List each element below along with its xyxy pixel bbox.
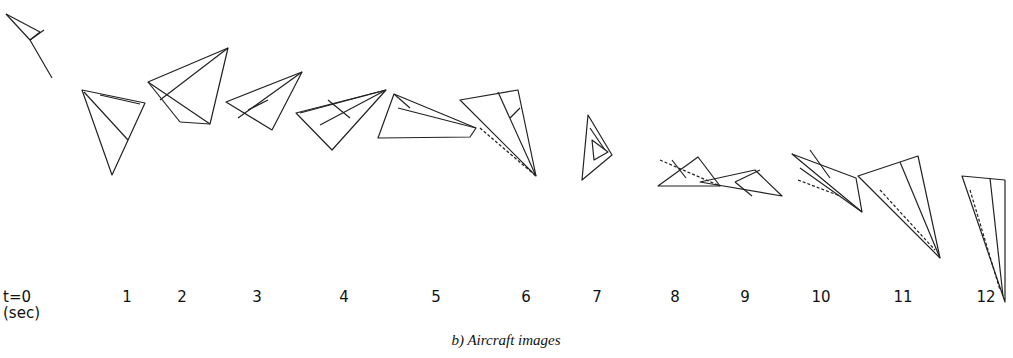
time-tick: 4 [339,289,349,305]
time-tick: 10 [811,289,830,305]
time-tick: 12 [976,289,995,305]
time-tick: 1 [122,289,132,305]
time-axis-label: (sec) [3,305,40,321]
figure-caption: b) Aircraft images [451,332,560,349]
time-tick: 9 [740,289,750,305]
time-tick: 3 [252,289,262,305]
time-tick: 2 [177,289,187,305]
time-tick: 6 [521,289,531,305]
time-tick: 5 [431,289,441,305]
time-tick: 11 [893,289,912,305]
time-tick: 8 [670,289,680,305]
time-tick: 7 [592,289,602,305]
time-axis-label: t=0 [3,289,31,305]
